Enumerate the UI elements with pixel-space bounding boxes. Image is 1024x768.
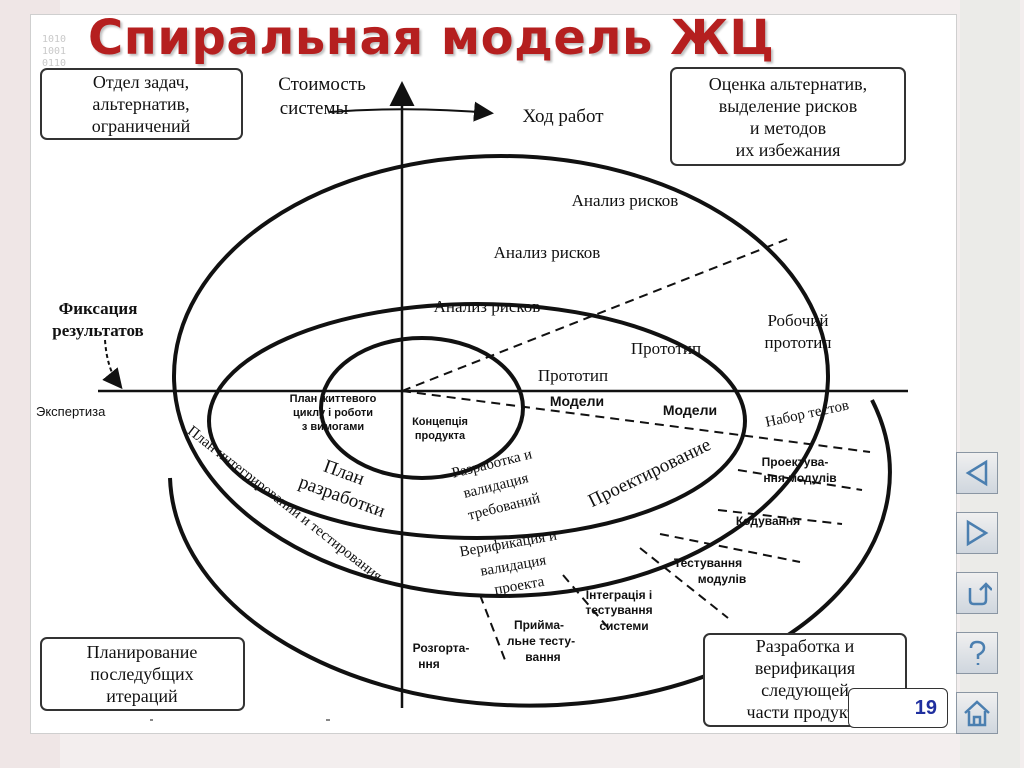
box-bottom-left-line: Планирование (87, 642, 198, 662)
prototype-label-inner: Прототип (538, 366, 608, 385)
box-bottom-right-line: следующей (761, 680, 849, 700)
binary-decoration: 1010 1001 0110 (42, 34, 67, 69)
box-top-right-line: их избежания (736, 140, 841, 160)
spiral-loop-1 (319, 336, 525, 480)
home-button[interactable] (956, 692, 998, 734)
risk-label-inner: Анализ рисков (434, 297, 541, 316)
help-button[interactable] (956, 632, 998, 674)
box-top-left (40, 68, 243, 140)
page-number-badge: 19 (848, 688, 948, 728)
risk-label-middle: Анализ рисков (494, 243, 601, 262)
system-integration-label: Інтеграція і (586, 588, 653, 602)
coding-label: Кодування (736, 514, 800, 528)
box-top-left-line: ограничений (92, 116, 191, 136)
system-integration-label: системи (599, 619, 648, 633)
models-label-middle: Модели (663, 402, 717, 418)
return-button[interactable] (956, 572, 998, 614)
deployment-label: Розгорта- (413, 641, 470, 655)
progress-label: Ход работ (522, 106, 604, 127)
box-top-right-line: и методов (750, 118, 826, 138)
box-bottom-left-line: последубщих (90, 664, 193, 684)
module-design-label: ння модулів (763, 471, 836, 485)
box-top-left-line: альтернатив, (92, 94, 189, 114)
acceptance-testing-label: льне тесту- (507, 634, 575, 648)
acceptance-testing-label: Прийма- (514, 618, 564, 632)
arrow-left-icon (965, 459, 988, 487)
spiral-outer-arc (168, 399, 892, 708)
spiral-loop-3 (172, 154, 830, 598)
fixation-label: Фиксация (59, 299, 138, 318)
spiral-loops (168, 154, 892, 708)
design-label: Проектирование (585, 434, 714, 512)
phase-separators (401, 237, 871, 661)
risk-label-outer: Анализ рисков (572, 191, 679, 210)
help-icon (969, 640, 986, 665)
return-icon (968, 582, 992, 606)
module-testing-label: модулів (698, 572, 747, 586)
page-title: Спиральная модель ЖЦ (88, 10, 775, 66)
box-top-left-line: Отдел задач, (93, 72, 189, 92)
models-label-inner: Модели (550, 393, 604, 409)
cost-axis-label: Стоимость (278, 74, 366, 95)
lifecycle-plan-label: План життевого (290, 393, 377, 405)
home-icon (964, 700, 990, 727)
lifecycle-plan-label: з вимогами (302, 421, 364, 433)
working-prototype-label: прототип (765, 333, 832, 352)
concept-label: Концепція (412, 416, 468, 428)
progress-arrow (329, 101, 494, 122)
working-prototype-label: Робочий (768, 311, 829, 330)
arrow-right-icon (966, 519, 989, 547)
test-suite-label: Набор тестов (764, 397, 851, 430)
acceptance-testing-label: вання (525, 650, 560, 664)
fixation-arrow (102, 339, 123, 390)
expertise-label: Экспертиза (36, 404, 106, 419)
box-bottom-right-line: части продукта (747, 702, 864, 722)
next-slide-button[interactable] (956, 512, 998, 554)
box-top-right-line: выделение рисков (719, 96, 857, 116)
prev-slide-button[interactable] (956, 452, 998, 494)
lifecycle-plan-label: циклу і роботи (293, 407, 373, 419)
box-bottom-right-line: Разработка и (756, 636, 855, 656)
fixation-label: результатов (52, 321, 143, 340)
box-bottom-left (40, 637, 245, 711)
box-top-right (670, 67, 906, 166)
cost-axis-label: системы (280, 98, 349, 119)
box-bottom-right-line: верификация (755, 658, 855, 678)
system-integration-label: тестування (585, 603, 652, 617)
box-top-right-line: Оценка альтернатив, (709, 74, 867, 94)
module-design-label: Проектува- (762, 455, 829, 469)
prototype-label-middle: Прототип (631, 339, 701, 358)
box-bottom-left-line: итераций (106, 686, 178, 706)
deployment-label: ння (418, 657, 440, 671)
concept-label: продукта (415, 430, 466, 442)
spiral-loop-2 (207, 302, 747, 540)
module-testing-label: Тестування (674, 556, 742, 570)
